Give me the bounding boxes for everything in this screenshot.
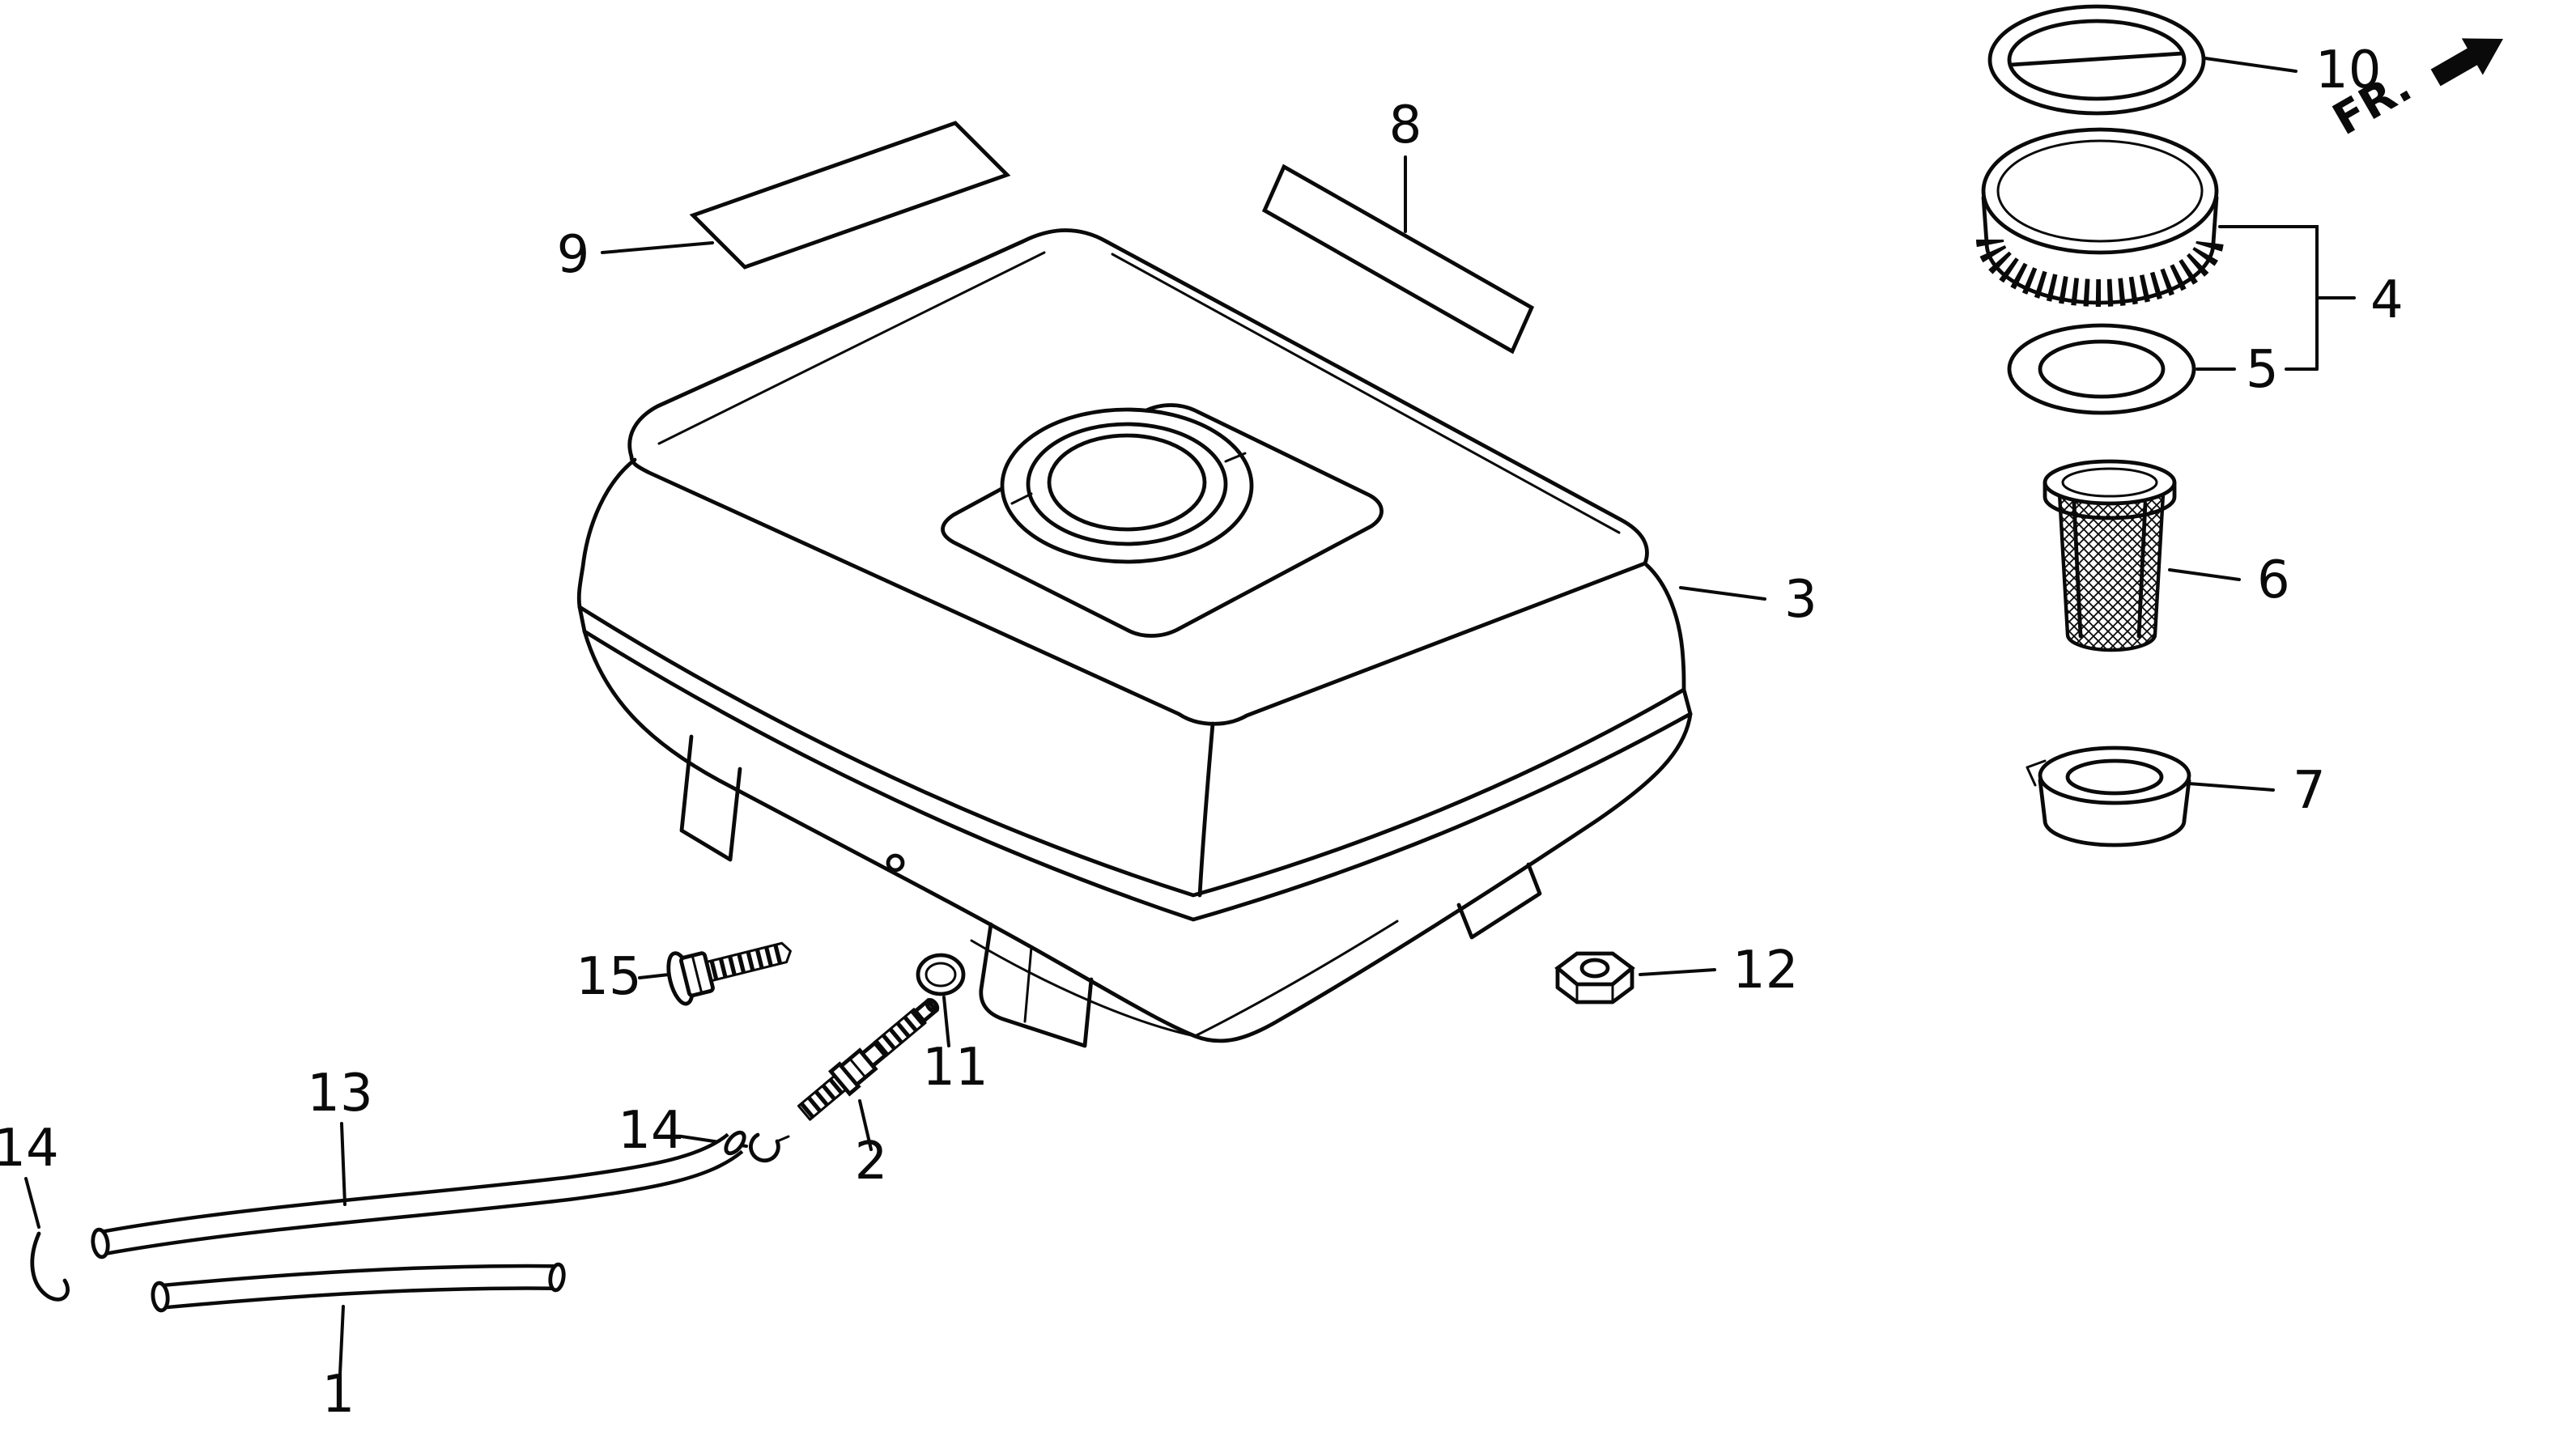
leader-line-clip-left [24, 1177, 40, 1229]
callout-bolt: 15 [576, 947, 641, 1007]
leader-line-hose-lower [338, 1305, 345, 1376]
fuel-hose-lower-drawing: 1 [151, 1262, 566, 1425]
leader-line-fuel-joint [858, 1099, 873, 1151]
callout-nut: 12 [1732, 941, 1798, 1000]
callout-fuel-cap: 4 [2370, 270, 2404, 330]
sticker-8-drawing: 8 [1261, 96, 1535, 355]
sticker-shape [1261, 164, 1535, 355]
callout-clip-left: 14 [0, 1119, 59, 1179]
callout-sticker-9: 9 [557, 225, 590, 285]
leader-line-fuel-tank [1679, 586, 1766, 601]
fuel-joint-drawing: 2 [797, 997, 940, 1192]
fuel-tank-drawing: 3 [576, 228, 1817, 1048]
callout-cap-inner-lid: 10 [2315, 40, 2381, 100]
o-ring-drawing: 11 [916, 953, 988, 1098]
cap-inner-lid-drawing: 10 [1987, 4, 2381, 116]
outlet-hole [886, 853, 905, 873]
filler-neck-outer-ring [1000, 407, 1254, 564]
callout-hose-lower: 1 [322, 1365, 355, 1425]
callout-fuel-strainer: 6 [2257, 550, 2290, 610]
leader-line-filter-collar [2187, 782, 2275, 792]
callout-fuel-joint: 2 [855, 1132, 888, 1192]
cap-gasket-drawing: 5 [2007, 323, 2319, 415]
sticker-9-drawing: 9 [557, 121, 1011, 285]
nut-drawing: 12 [1554, 941, 1798, 1005]
leader-line-hose-upper [340, 1122, 346, 1206]
fuel-strainer-drawing: 6 [2043, 459, 2290, 652]
leader-line-cap-inner-lid [2204, 57, 2298, 73]
filter-collar-drawing: 7 [2026, 745, 2326, 847]
leader-line-bolt [638, 973, 670, 979]
filler-neck-opening [1047, 433, 1207, 532]
callout-fuel-tank: 3 [1784, 570, 1817, 630]
fuel-hose-upper-drawing: 13 [91, 1064, 746, 1259]
filler-neck-mid-ring [1026, 422, 1228, 546]
callout-filter-collar: 7 [2293, 761, 2326, 821]
fr-arrow-icon [2430, 38, 2503, 87]
leader-line-o-ring [942, 996, 950, 1047]
hose-clip-left-drawing: 14 [0, 1119, 70, 1302]
callout-clip-mid: 14 [618, 1101, 683, 1161]
callout-cap-gasket: 5 [2246, 340, 2279, 400]
leader-line-sticker-9 [601, 241, 714, 254]
leader-line-fuel-strainer [2168, 568, 2241, 581]
callout-o-ring: 11 [922, 1038, 988, 1098]
sticker-shape [689, 121, 1011, 270]
bolt-drawing: 15 [576, 941, 792, 1007]
callout-sticker-8: 8 [1389, 96, 1422, 155]
leader-line-nut [1639, 968, 1716, 976]
callout-hose-upper: 13 [307, 1064, 372, 1124]
fuel-cap-drawing: 4 [1976, 127, 2404, 371]
leader-bracket-fuel-cap [2218, 225, 2356, 371]
